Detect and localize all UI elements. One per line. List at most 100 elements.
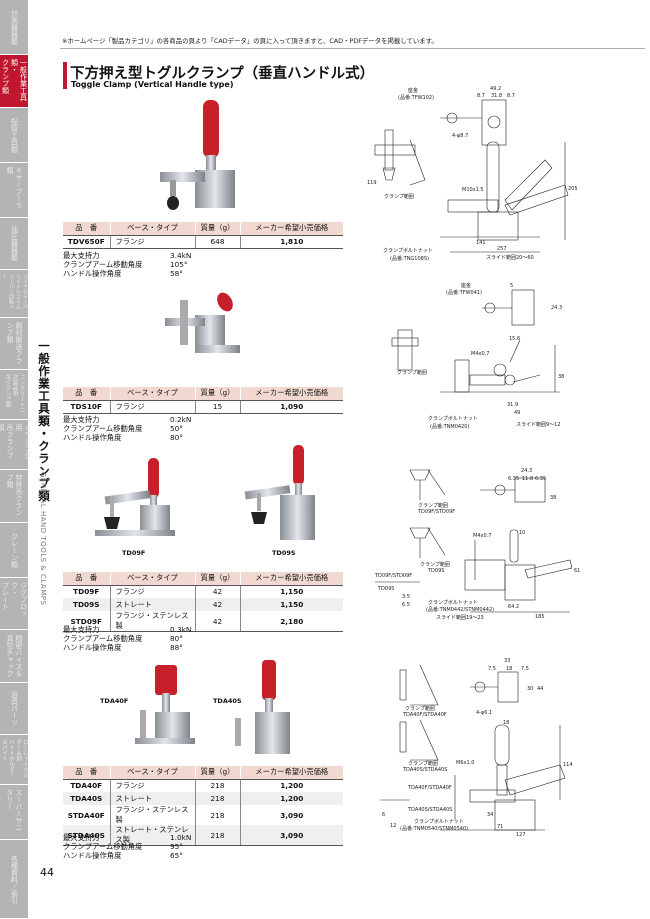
dim-label: スライド範囲19～23 bbox=[436, 615, 484, 621]
drawing-td09 bbox=[375, 469, 573, 613]
page-title: 下方押え型トグルクランプ（垂直ハンドル式） bbox=[70, 66, 375, 82]
sidebar-tab-knurl-holder[interactable]: ローレットホルダー＆刻 バイトホルダー＆バイト bbox=[0, 735, 28, 785]
part-no: STDA40F bbox=[67, 810, 105, 820]
sidebar-tab-index[interactable]: 各種資料／索引 bbox=[0, 840, 28, 919]
dim-label: クランプ範囲 bbox=[418, 503, 448, 509]
spec-label: 最大支持力 bbox=[63, 625, 100, 634]
part-no: TD09F bbox=[73, 587, 100, 597]
dim-label: 6.35 bbox=[508, 476, 520, 482]
weight: 218 bbox=[194, 792, 240, 805]
dim-label: 44 bbox=[537, 686, 544, 692]
dim-label: M6x1.0 bbox=[456, 760, 475, 766]
dim-label: 127 bbox=[516, 832, 526, 838]
dim-label: 34 bbox=[487, 812, 494, 818]
spec-value: 58° bbox=[170, 269, 183, 278]
weight: 648 bbox=[194, 235, 240, 249]
dim-label: クランプボルトナット bbox=[428, 416, 478, 422]
sidebar-tab-gear-puller[interactable]: ギヤープーラ類 bbox=[0, 163, 28, 218]
spec-label: クランプアーム移動角度 bbox=[63, 260, 143, 269]
price: 3,090 bbox=[239, 825, 343, 846]
title-accent-bar bbox=[63, 62, 67, 89]
dim-label: クランプ範囲 bbox=[384, 194, 414, 200]
part-no: STD09F bbox=[63, 611, 110, 632]
dim-label: 12 bbox=[390, 823, 397, 829]
spec-label: ハンドル操作角度 bbox=[63, 643, 122, 652]
col-header-part-no: 品 番 bbox=[63, 222, 110, 236]
spec-value: 3.4kN bbox=[170, 251, 192, 260]
price: 1,200 bbox=[239, 779, 343, 792]
col-header-price: メーカー希望小売価格 bbox=[239, 572, 343, 586]
dim-label: クランプボルトナット bbox=[414, 819, 464, 825]
dim-label: 4-φ6.1 bbox=[476, 710, 493, 716]
dim-label: 8.7 bbox=[477, 93, 485, 99]
dim-label: 6.35 bbox=[535, 476, 547, 482]
col-header-price: メーカー希望小売価格 bbox=[239, 387, 343, 401]
sidebar-tab-special-clamps[interactable]: 特殊吊クランプ類 bbox=[0, 470, 28, 523]
base-type: フランジ bbox=[109, 585, 195, 598]
product-photo-td09s bbox=[244, 445, 315, 540]
dim-label: 15.6 bbox=[509, 336, 521, 342]
dim-label: クランプ範囲 bbox=[420, 562, 450, 568]
dim-label: 257 bbox=[497, 246, 507, 252]
dim-label: 座金 bbox=[461, 283, 472, 289]
dim-label: 38 bbox=[550, 495, 557, 501]
col-header-weight: 質量（g） bbox=[194, 766, 240, 780]
dim-label: M10x1.5 bbox=[462, 187, 484, 193]
sidebar-tab-concrete-clamps[interactable]: コンクリート二次製品用 吊クランプ類 bbox=[0, 370, 28, 420]
dim-label: (品番:TNM0540/STNM0540) bbox=[400, 826, 469, 832]
dim-label: (品番:TFW102) bbox=[398, 95, 435, 101]
dim-label: 30 bbox=[527, 686, 534, 692]
dim-label: クランプ範囲 bbox=[397, 370, 427, 376]
drawing-tds10f bbox=[391, 289, 560, 393]
dim-label: 71 bbox=[497, 824, 504, 830]
weight: 42 bbox=[194, 598, 240, 611]
sidebar-tab-micro-taper[interactable]: マイクロテーパライトシステム スーパー回転バー bbox=[0, 270, 28, 318]
col-header-weight: 質量（g） bbox=[194, 572, 240, 586]
base-type: ストレート bbox=[109, 598, 195, 611]
base-type: フランジ bbox=[109, 235, 195, 249]
sidebar-tab-hydraulic[interactable]: 油圧機器類 bbox=[0, 218, 28, 270]
dim-label: 114 bbox=[563, 762, 573, 768]
sidebar-tab-jig-parts[interactable]: 治具パーツ bbox=[0, 683, 28, 735]
dim-label: 8.7 bbox=[507, 93, 515, 99]
dim-label: (品番:TNM0420) bbox=[430, 424, 470, 430]
col-header-weight: 質量（g） bbox=[194, 387, 240, 401]
spec-value: 80° bbox=[170, 634, 183, 643]
col-header-weight: 質量（g） bbox=[194, 222, 240, 236]
sidebar-tab-steel-clamps[interactable]: 鋼材搬送クランプ類 bbox=[0, 318, 28, 370]
sidebar-tab-super-sanitary[interactable]: スーパーサニタリー bbox=[0, 785, 28, 840]
dim-label: 10 bbox=[519, 530, 526, 536]
sidebar-tab-vise-chuck[interactable]: 精密バイス＆ 真空チャック bbox=[0, 630, 28, 683]
price: 1,150 bbox=[239, 598, 343, 611]
dim-label: 49.2 bbox=[490, 86, 502, 92]
spec-value: 88° bbox=[170, 643, 183, 652]
dim-label: TDA40F/STDA40F bbox=[403, 712, 447, 718]
spec-label: ハンドル操作角度 bbox=[63, 851, 122, 860]
dim-label: TD09F/STD09F bbox=[375, 573, 413, 579]
col-header-price: メーカー希望小売価格 bbox=[239, 222, 343, 236]
sidebar-tab-measuring[interactable]: 計測機器類 bbox=[0, 0, 28, 55]
price: 2,180 bbox=[239, 611, 343, 632]
dim-label: 3.5 bbox=[402, 594, 410, 600]
dim-label: TD09S bbox=[428, 568, 445, 574]
sidebar-tab-jig-block[interactable]: ジグブロック・ プレート bbox=[0, 578, 28, 630]
col-header-part-no: 品 番 bbox=[63, 387, 110, 401]
price: 3,090 bbox=[239, 805, 343, 825]
sidebar-tab-hand-tools-clamps[interactable]: 一般作業工具類・ クランプ類 bbox=[0, 55, 28, 108]
sidebar-tab-piping[interactable]: 配管工具類 bbox=[0, 108, 28, 163]
spec-value: 95° bbox=[170, 842, 183, 851]
spec-value: 105° bbox=[170, 260, 188, 269]
drawing-tdv650f bbox=[374, 99, 569, 253]
product-photo-tda40s bbox=[235, 660, 290, 754]
dim-label: (品番:TFW041) bbox=[446, 290, 483, 296]
spec-label: ハンドル操作角度 bbox=[63, 269, 122, 278]
dim-label: 141 bbox=[476, 240, 486, 246]
sidebar-tab-cranes[interactable]: クレーン類 bbox=[0, 523, 28, 578]
spec-label: クランプアーム移動角度 bbox=[63, 424, 143, 433]
